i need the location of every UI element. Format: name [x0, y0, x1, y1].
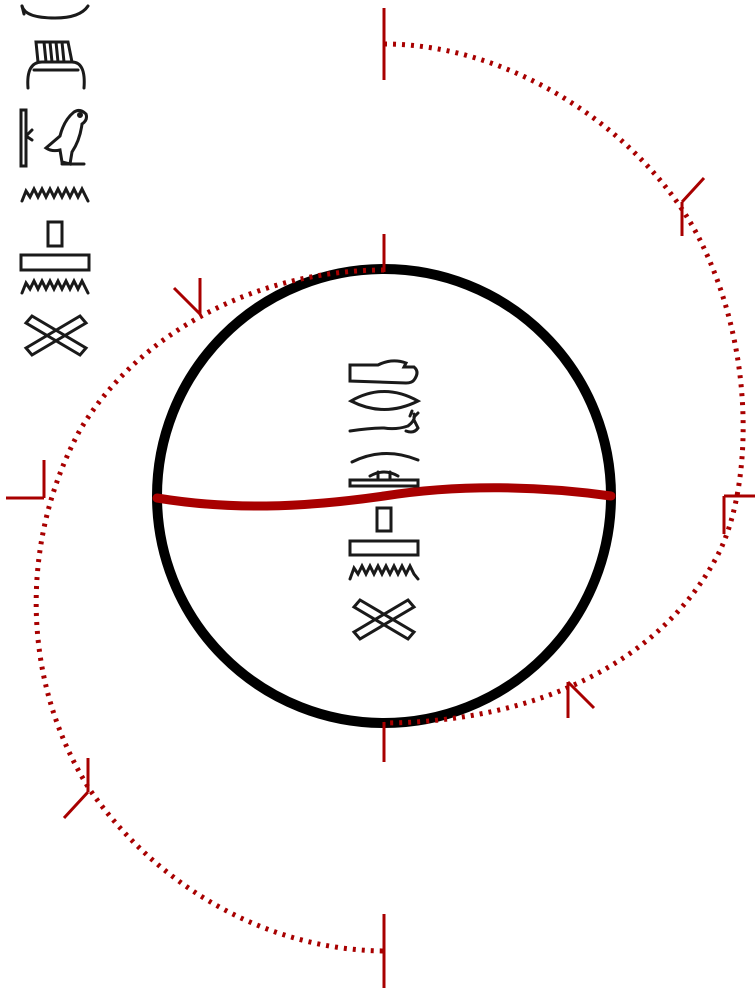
tick-lower-right: [568, 682, 594, 718]
spiral-arc-right: [384, 44, 743, 723]
spiral-arc-left: [36, 270, 384, 951]
crossed-sticks-icon: [354, 600, 414, 639]
tick-upper-left: [174, 278, 200, 314]
left-glyph-column: [21, 6, 89, 355]
water-ripple-icon: [22, 281, 88, 293]
tick-left: [6, 460, 44, 498]
basket-icon: [22, 6, 88, 18]
equator-wave: [157, 488, 611, 506]
tick-upper-right: [682, 178, 704, 236]
water-ripple-icon: [22, 189, 88, 201]
arm-icon: [350, 361, 417, 383]
crossed-sticks-icon: [26, 316, 86, 355]
water-ripple-icon: [350, 566, 418, 579]
serpent-icon: [350, 411, 418, 432]
tick-lower-left: [64, 758, 88, 818]
loaf-and-stand-icon: [350, 453, 418, 486]
chair-icon: [28, 42, 84, 88]
mouth-icon: [351, 392, 418, 410]
tablet-on-pedestal-icon: [350, 508, 418, 555]
falcon-with-standard-icon: [21, 110, 87, 166]
tablet-on-pedestal-icon: [21, 222, 89, 270]
